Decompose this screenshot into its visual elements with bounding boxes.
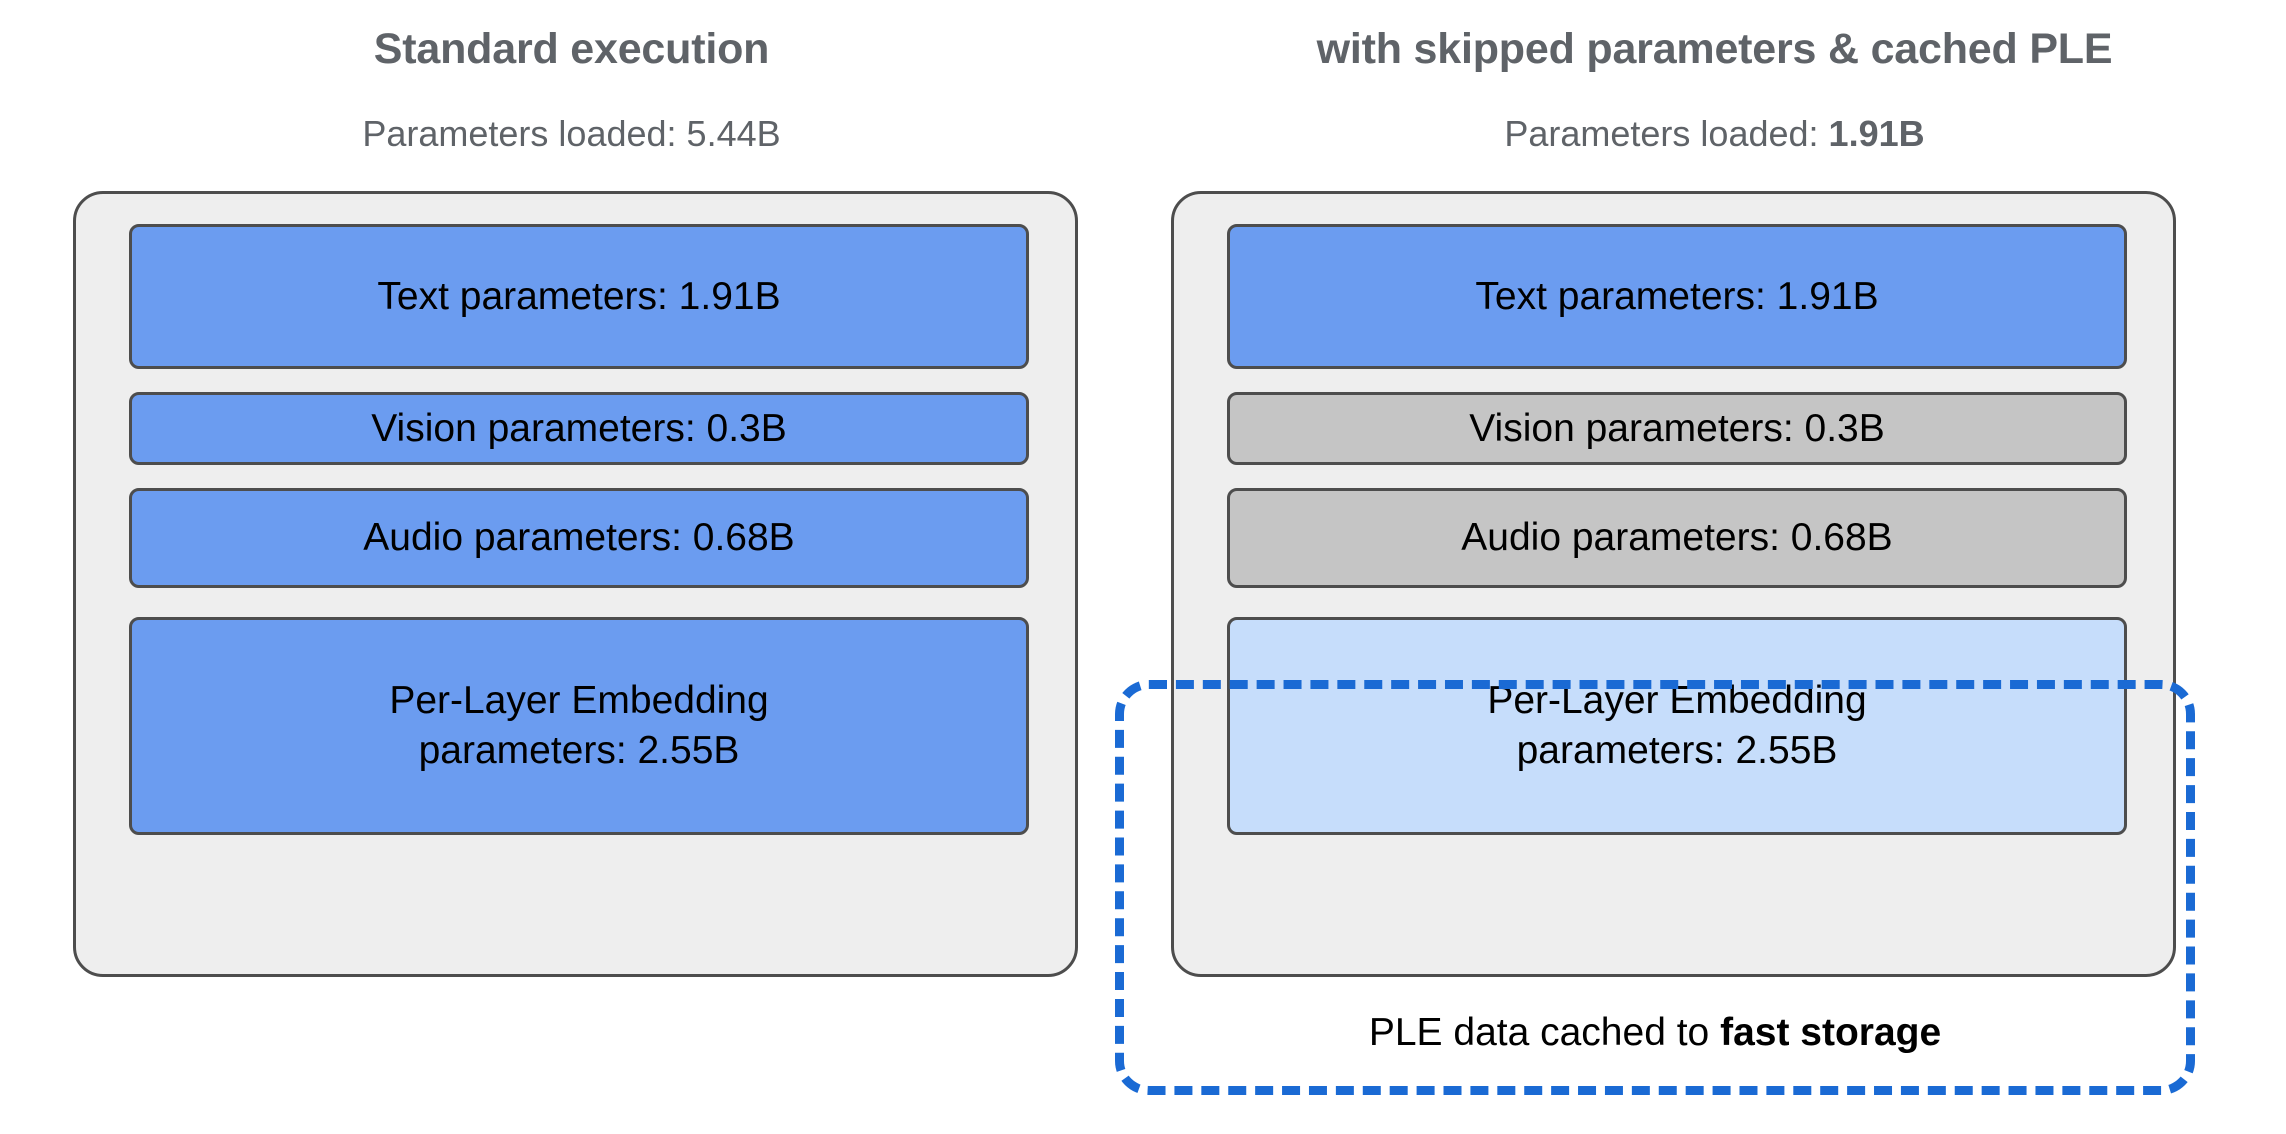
panel-standard-execution: Standard execution Parameters loaded: 5.…: [0, 25, 1143, 977]
right-column-title: with skipped parameters & cached PLE: [1316, 25, 2113, 73]
ple-cache-caption-prefix: PLE data cached to: [1368, 1011, 1721, 1054]
left-parameters-loaded: Parameters loaded: 5.44B: [0, 112, 1143, 155]
left-parameters-loaded-label: Parameters loaded:: [362, 113, 687, 154]
right-parameters-loaded-label: Parameters loaded:: [1504, 113, 1829, 154]
left-block-ple-parameters[interactable]: Per-Layer Embedding parameters: 2.55B: [129, 617, 1029, 835]
left-ple-line-2: parameters: 2.55B: [418, 729, 740, 772]
ple-cache-caption-emphasis: fast storage: [1720, 1011, 1942, 1054]
right-parameters-loaded-value: 1.91B: [1828, 113, 1925, 154]
right-parameters-loaded: Parameters loaded: 1.91B: [1143, 112, 2286, 155]
right-model-container: Text parameters: 1.91B Vision parameters…: [1171, 191, 2176, 977]
left-ple-line-1: Per-Layer Embedding: [389, 679, 769, 723]
left-parameters-loaded-value: 5.44B: [686, 113, 781, 154]
left-model-container: Text parameters: 1.91B Vision parameters…: [73, 191, 1078, 977]
left-block-text-parameters[interactable]: Text parameters: 1.91B: [129, 224, 1029, 369]
ple-cache-caption: PLE data cached to fast storage: [1115, 1010, 2195, 1057]
left-block-vision-parameters[interactable]: Vision parameters: 0.3B: [129, 392, 1029, 465]
left-block-audio-parameters[interactable]: Audio parameters: 0.68B: [129, 488, 1029, 588]
right-block-text-parameters[interactable]: Text parameters: 1.91B: [1227, 224, 2127, 369]
right-block-ple-parameters[interactable]: Per-Layer Embedding parameters: 2.55B: [1227, 617, 2127, 835]
right-ple-line-2: parameters: 2.55B: [1516, 729, 1838, 772]
right-block-vision-parameters[interactable]: Vision parameters: 0.3B: [1227, 392, 2127, 465]
panel-skipped-and-cached: with skipped parameters & cached PLE Par…: [1143, 0, 2286, 1134]
right-block-audio-parameters[interactable]: Audio parameters: 0.68B: [1227, 488, 2127, 588]
right-ple-line-1: Per-Layer Embedding: [1487, 679, 1867, 723]
left-column-title: Standard execution: [373, 25, 770, 73]
